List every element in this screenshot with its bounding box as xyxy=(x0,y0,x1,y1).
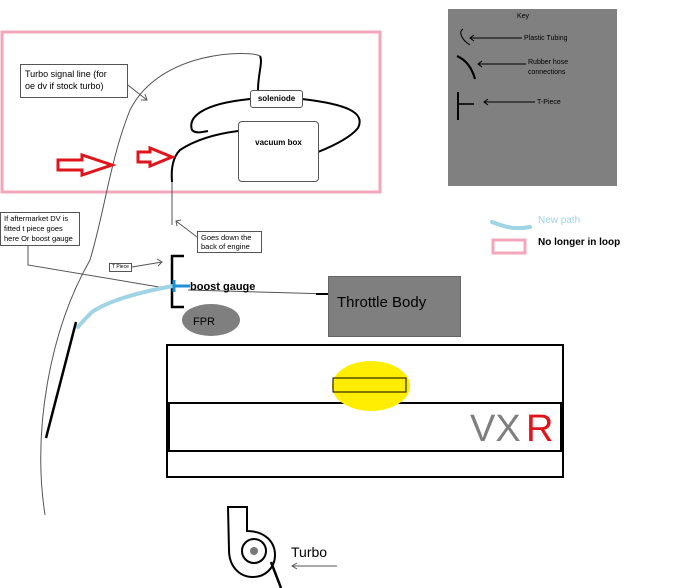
key-rubber-hose-label-1: Rubber hose xyxy=(528,59,568,66)
vacuum-box-label: vacuum box xyxy=(255,138,302,147)
key-t-piece-icon xyxy=(457,92,474,120)
vacuum-box: vacuum box xyxy=(238,121,319,182)
solenoid-label: soleniode xyxy=(257,94,296,103)
key-plastic-tubing-icon xyxy=(460,28,471,46)
key-title: Key xyxy=(517,13,530,20)
yellow-highlight xyxy=(332,361,410,411)
vxr-logo-vx: VX xyxy=(470,408,521,450)
t-piece-bracket xyxy=(170,254,184,309)
throttle-body-label: Throttle Body xyxy=(337,294,427,311)
note-line: Goes down the xyxy=(201,233,252,242)
vxr-logo-r: R xyxy=(526,408,553,450)
turbo-rubber-hose xyxy=(44,321,78,439)
no-longer-in-loop-region xyxy=(0,30,382,194)
turbo-signal-line xyxy=(40,52,261,516)
turbo-signal-note: Turbo signal line (for oe dv if stock tu… xyxy=(20,64,128,98)
new-path-hose xyxy=(76,284,175,329)
solenoid-box: soleniode xyxy=(250,90,303,108)
note-line: oe dv if stock turbo) xyxy=(25,81,104,91)
note-line: back of engine xyxy=(201,242,250,251)
key-t-piece-label: T-Piece xyxy=(537,99,561,106)
pointer-line xyxy=(27,245,166,289)
boost-gauge-label: boost gauge xyxy=(190,281,255,293)
goes-down-note: Goes down the back of engine xyxy=(197,231,262,253)
t-piece-note: T Piece xyxy=(109,263,132,272)
red-arrow-icon xyxy=(136,145,176,169)
fpr-component xyxy=(182,304,240,336)
note-line: If aftermarket DV is xyxy=(4,214,69,223)
key-rubber-hose-label-2: connections xyxy=(528,69,566,76)
vacuum-loop-hose xyxy=(190,98,251,134)
legend-new-path-label: New path xyxy=(538,215,580,226)
new-path-swatch-icon xyxy=(490,220,532,231)
note-line: Turbo signal line (for xyxy=(25,69,107,79)
aftermarket-dv-note: If aftermarket DV is fitted t piece goes… xyxy=(0,212,80,246)
throttle-body: Throttle Body xyxy=(328,276,461,337)
turbo-shaft xyxy=(250,547,258,555)
vacuum-loop-hose xyxy=(301,98,361,153)
t-piece-note-label: T Piece xyxy=(112,264,129,270)
legend-no-longer-label: No longer in loop xyxy=(538,237,620,248)
note-line: here Or boost gauge xyxy=(4,234,73,243)
turbo-outlet-hose xyxy=(269,561,283,588)
red-arrow-icon xyxy=(56,152,117,178)
engine-slot xyxy=(332,377,407,393)
solenoid-top-hose xyxy=(257,55,262,91)
key-rubber-hose-icon xyxy=(456,54,477,80)
turbo-label: Turbo xyxy=(291,544,327,560)
no-longer-in-loop-swatch xyxy=(491,238,527,255)
fpr-label: FPR xyxy=(193,316,215,328)
key-plastic-tubing-label: Plastic Tubing xyxy=(524,35,568,42)
vacuum-box-hose xyxy=(170,130,239,183)
note-line: fitted t piece goes xyxy=(4,224,63,233)
